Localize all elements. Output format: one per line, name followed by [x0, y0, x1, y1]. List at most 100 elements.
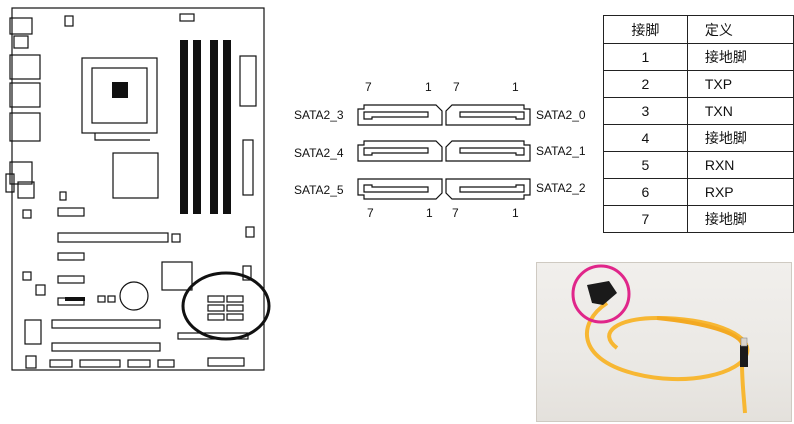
definition-cell: TXP [686, 70, 794, 98]
connector-highlight-circle [571, 264, 631, 324]
pin-cell: 6 [603, 178, 688, 206]
sata-highlight-ellipse [181, 271, 271, 341]
front-connector [157, 359, 175, 368]
sata-cable-tail [656, 316, 744, 363]
sata-cable-illustration [571, 264, 750, 414]
cpu-socket [81, 57, 158, 134]
io-port [9, 161, 33, 185]
component [107, 295, 116, 303]
sata-connector-small [207, 313, 225, 321]
sio-chip [161, 261, 193, 291]
dimm-slot [180, 40, 188, 214]
table-row: 6 RXP [603, 178, 794, 206]
pin-cell: 2 [603, 70, 688, 98]
ide-connector [242, 139, 254, 196]
io-port [17, 181, 35, 199]
pcie-x1-slot [57, 275, 85, 284]
cpu-core [112, 82, 128, 98]
pin-label-top-right-1: 1 [512, 80, 519, 94]
port-label-sata2-3: SATA2_3 [294, 108, 344, 122]
io-port [9, 82, 41, 108]
table-row: 2 TXP [603, 70, 794, 98]
sata-cable-lead [740, 362, 747, 414]
sata-connector-1 [445, 140, 531, 162]
definition-cell: RXP [686, 178, 794, 206]
component [24, 319, 42, 345]
sata-connector-small [207, 295, 225, 303]
pin-label-top-right-7: 7 [453, 80, 460, 94]
pin-cell: 1 [603, 43, 688, 71]
component [242, 265, 252, 281]
pin-cell: 5 [603, 151, 688, 179]
port-label-sata2-0: SATA2_0 [536, 108, 586, 122]
port-label-sata2-1: SATA2_1 [536, 144, 586, 158]
io-port [9, 54, 41, 80]
front-connector [25, 355, 37, 369]
pin-cell: 4 [603, 124, 688, 152]
definition-cell: 接地脚 [686, 124, 794, 152]
table-row: 4 接地脚 [603, 124, 794, 152]
cpu-socket-inner [91, 67, 148, 124]
pin-definition-table: 接脚 定义 1 接地脚 2 TXP 3 TXN 4 接地脚 5 RXN 6 RX… [603, 15, 794, 233]
straight-connector [740, 345, 748, 367]
definition-cell: TXN [686, 97, 794, 125]
sata-connector-small [226, 313, 244, 321]
component [65, 297, 85, 301]
front-connector [127, 359, 151, 368]
port-label-sata2-2: SATA2_2 [536, 181, 586, 195]
sata-cable [584, 301, 750, 382]
component [179, 13, 195, 22]
port-label-sata2-4: SATA2_4 [294, 146, 344, 160]
pin-label-bottom-left-7: 7 [367, 206, 374, 220]
pcie-x1-slot [57, 207, 85, 217]
motherboard-diagram [5, 7, 271, 371]
pin-label-top-left-7: 7 [365, 80, 372, 94]
front-connector [49, 359, 73, 368]
definition-cell: 接地脚 [686, 43, 794, 71]
component [245, 226, 255, 238]
battery [119, 281, 149, 311]
component [97, 295, 106, 303]
chipset [112, 152, 159, 199]
front-connector [207, 357, 245, 367]
pci-slot [51, 342, 161, 352]
sata-connector-2 [445, 178, 531, 200]
component [35, 284, 46, 296]
sata-connector-small [207, 304, 225, 312]
pin-label-bottom-right-1: 1 [512, 206, 519, 220]
pin-label-bottom-left-1: 1 [426, 206, 433, 220]
definition-cell: 接地脚 [686, 205, 794, 233]
component [171, 233, 181, 243]
right-angle-connector [587, 281, 617, 305]
pin-label-bottom-right-7: 7 [452, 206, 459, 220]
dimm-slot [210, 40, 218, 214]
definition-cell: RXN [686, 151, 794, 179]
table-row: 3 TXN [603, 97, 794, 125]
pin-cell: 3 [603, 97, 688, 125]
sata-connector-3 [357, 104, 443, 126]
dimm-slot [223, 40, 231, 214]
header-pin: 接脚 [603, 15, 688, 44]
sata-connector-4 [357, 140, 443, 162]
sata-connector-5 [357, 178, 443, 200]
table-row: 5 RXN [603, 151, 794, 179]
table-row: 1 接地脚 [603, 43, 794, 71]
sata-connector-0 [445, 104, 531, 126]
io-port [9, 17, 33, 35]
pcie-x1-slot [57, 252, 85, 261]
io-port [13, 35, 29, 49]
sata-cable-photo [536, 262, 792, 422]
dimm-slot [193, 40, 201, 214]
pci-slot [51, 319, 161, 329]
io-port [5, 173, 15, 193]
component [59, 191, 67, 201]
front-connector [79, 359, 121, 368]
table-header-row: 接脚 定义 [603, 15, 794, 44]
atx-power [239, 55, 257, 107]
component [64, 15, 74, 27]
header-definition: 定义 [686, 15, 794, 44]
port-label-sata2-5: SATA2_5 [294, 183, 344, 197]
io-port [9, 112, 41, 142]
pin-label-top-left-1: 1 [425, 80, 432, 94]
component [22, 209, 32, 219]
